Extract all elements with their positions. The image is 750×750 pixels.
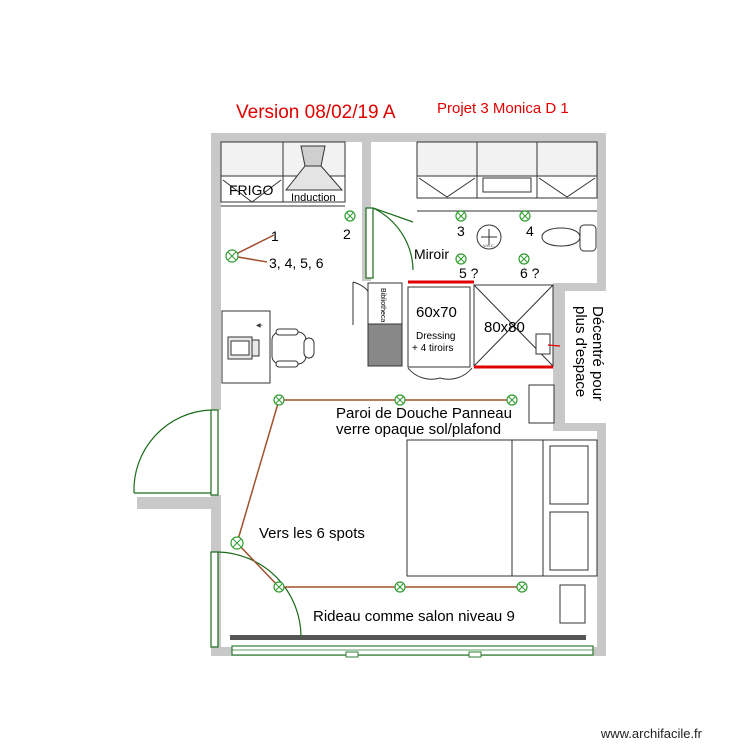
window-bottom	[230, 635, 594, 658]
wall-right-notch-bottom	[553, 423, 606, 431]
svg-text:V.M.C: V.M.C	[483, 243, 494, 248]
paroi-line2: verre opaque sol/plafond	[336, 421, 501, 438]
shower-size-label: 80x80	[484, 319, 525, 336]
spot-2-label: 2	[343, 226, 351, 242]
spot-3-label: 3	[457, 223, 465, 239]
svg-text:◀▫: ◀▫	[256, 323, 263, 329]
wall-right-lower	[597, 423, 606, 656]
wall-top-left	[211, 133, 362, 142]
chair-icon	[271, 328, 315, 368]
induction-label: Induction	[291, 192, 336, 204]
spot-3456-label: 3, 4, 5, 6	[269, 255, 324, 271]
bookcase	[367, 282, 403, 367]
door-left-lower	[210, 551, 302, 648]
watermark: www.archifacile.fr	[600, 726, 702, 741]
desk: ◀▫	[221, 310, 271, 384]
wall-left-upper	[211, 133, 221, 410]
door-bathroom	[365, 207, 414, 279]
wall-top-right	[371, 133, 605, 142]
spots-note: Vers les 6 spots	[259, 525, 365, 542]
sink-icon: V.M.C	[476, 224, 502, 250]
wall-right-notch-top	[553, 283, 606, 291]
dressing-size-label: 60x70	[416, 304, 457, 321]
shower	[473, 284, 554, 367]
bed	[406, 439, 598, 577]
decentre-line2: plus d'espace	[572, 306, 589, 397]
spot-4-label: 4	[526, 223, 534, 239]
toilet-icon	[541, 224, 597, 252]
spot-1-label: 1	[271, 228, 279, 244]
wall-right-upper	[597, 133, 606, 289]
dressing	[407, 286, 471, 368]
spot-5-label: 5 ?	[459, 265, 479, 281]
version-title: Version 08/02/19 A	[236, 102, 396, 123]
frigo-label: FRIGO	[229, 182, 273, 198]
hood-icon	[300, 145, 326, 167]
wall-partition-middle	[362, 133, 371, 281]
project-title: Projet 3 Monica D 1	[437, 100, 569, 117]
bath-cabinets	[416, 141, 598, 199]
door-left-entry	[133, 409, 219, 496]
bedside-cabinet-bottom	[559, 584, 586, 624]
wall-left-stub	[137, 497, 221, 509]
wall-right-notch-side	[553, 283, 565, 431]
kitchen-cabinets	[220, 141, 346, 203]
dressing-label: Dressing	[416, 331, 455, 342]
bedside-cabinet-top	[528, 384, 555, 424]
decentre-line1: Décentré pour	[589, 306, 606, 401]
spot-6-label: 6 ?	[520, 265, 540, 281]
paroi-line1: Paroi de Douche Panneau	[336, 405, 512, 422]
dressing-drawers-label: + 4 tiroirs	[412, 343, 453, 354]
bibliotheca-label: Bibliotheca	[379, 288, 386, 322]
miroir-label: Miroir	[414, 246, 449, 262]
rideau-note: Rideau comme salon niveau 9	[313, 608, 515, 625]
